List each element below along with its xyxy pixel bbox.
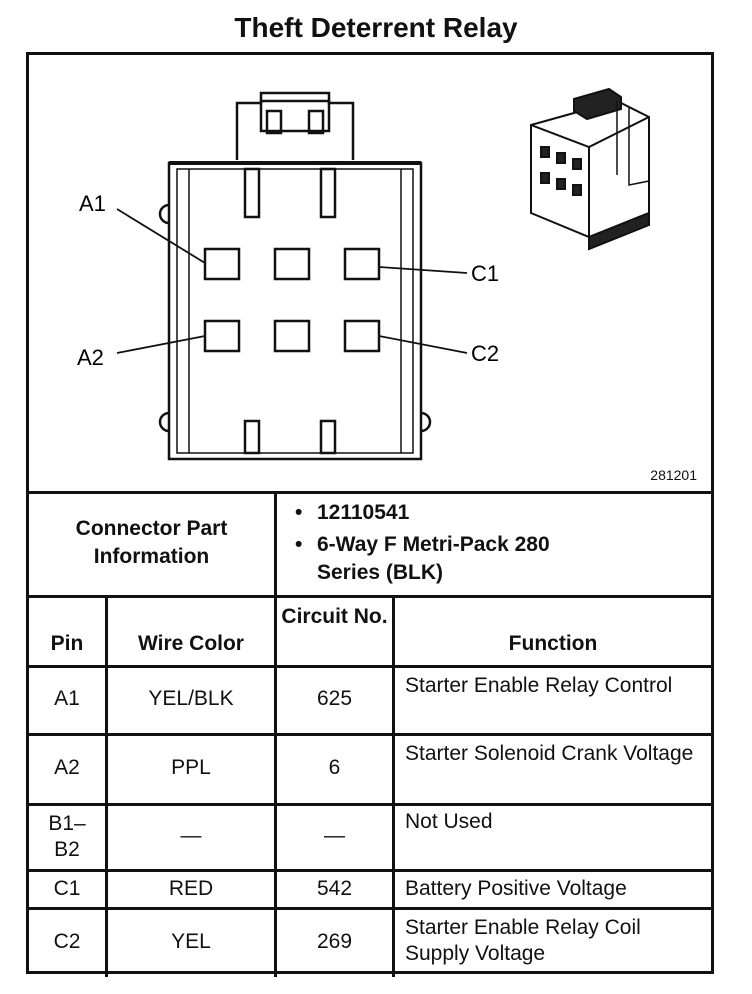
cavity-a2	[203, 319, 241, 353]
leader-c1	[378, 266, 468, 274]
connector-drawing: A1 A2 C1 C2	[77, 87, 650, 461]
cavity-b2	[273, 319, 311, 353]
connector-latch	[235, 91, 355, 160]
cell-circuit: —	[324, 824, 345, 847]
connector-part-number: 12110541	[291, 499, 597, 527]
divider	[274, 597, 277, 977]
figure-id: 281201	[650, 467, 697, 483]
label-a2: A2	[77, 345, 104, 370]
cell-pin: C1	[53, 877, 81, 900]
connector-type: 6-Way F Metri-Pack 280 Series (BLK)	[291, 531, 597, 587]
cell-wire-color: RED	[168, 877, 214, 900]
cell-circuit: 542	[316, 877, 353, 900]
leader-a2	[116, 335, 206, 354]
connector-info-list: 12110541 6-Way F Metri-Pack 280 Series (…	[291, 499, 597, 591]
divider	[29, 665, 711, 668]
cell-pin: A2	[54, 756, 80, 779]
label-c2: C2	[471, 341, 499, 366]
cavity-c2	[343, 319, 381, 353]
cell-circuit: 269	[316, 930, 353, 953]
cell-function: Battery Positive Voltage	[405, 877, 627, 900]
cell-pin: B1–B2	[48, 812, 86, 861]
header-wire-color: Wire Color	[138, 632, 244, 655]
leader-a1	[116, 208, 206, 264]
connector-face-figure: A1 A2 C1 C2 281201	[29, 55, 711, 493]
cell-function: Not Used	[405, 810, 493, 833]
divider	[105, 597, 108, 977]
label-a1: A1	[79, 191, 106, 216]
divider	[274, 493, 277, 597]
cell-circuit: 625	[316, 687, 353, 710]
leader-c2	[378, 335, 468, 354]
header-circuit: Circuit No.	[281, 605, 388, 628]
divider	[29, 869, 711, 872]
cavity-c1	[343, 247, 381, 281]
divider	[392, 597, 395, 977]
cell-function: Starter Enable Relay Coil Supply Voltage	[405, 916, 641, 965]
cavity-b1	[273, 247, 311, 281]
connector-body	[167, 161, 423, 461]
cell-pin: C2	[53, 930, 81, 953]
connector-info-label: Connector Part Information	[75, 517, 228, 568]
divider	[29, 491, 711, 494]
cell-function: Starter Enable Relay Control	[405, 674, 673, 697]
divider	[29, 803, 711, 806]
cell-wire-color: —	[180, 824, 202, 847]
connector-3d-view	[530, 87, 650, 251]
cell-function: Starter Solenoid Crank Voltage	[405, 742, 694, 765]
divider	[29, 907, 711, 910]
divider	[29, 595, 711, 598]
connector-table-frame: A1 A2 C1 C2 281201	[26, 52, 714, 977]
cell-wire-color: PPL	[171, 756, 211, 779]
divider	[29, 733, 711, 736]
header-pin: Pin	[50, 632, 84, 655]
header-function: Function	[508, 632, 598, 655]
cell-pin: A1	[54, 687, 80, 710]
page-title: Theft Deterrent Relay	[234, 12, 518, 43]
cell-wire-color: YEL/BLK	[148, 687, 234, 710]
latch-tab	[259, 99, 331, 133]
label-c1: C1	[471, 261, 499, 286]
cell-wire-color: YEL	[171, 930, 211, 953]
cell-circuit: 6	[328, 756, 341, 779]
cavity-a1	[203, 247, 241, 281]
